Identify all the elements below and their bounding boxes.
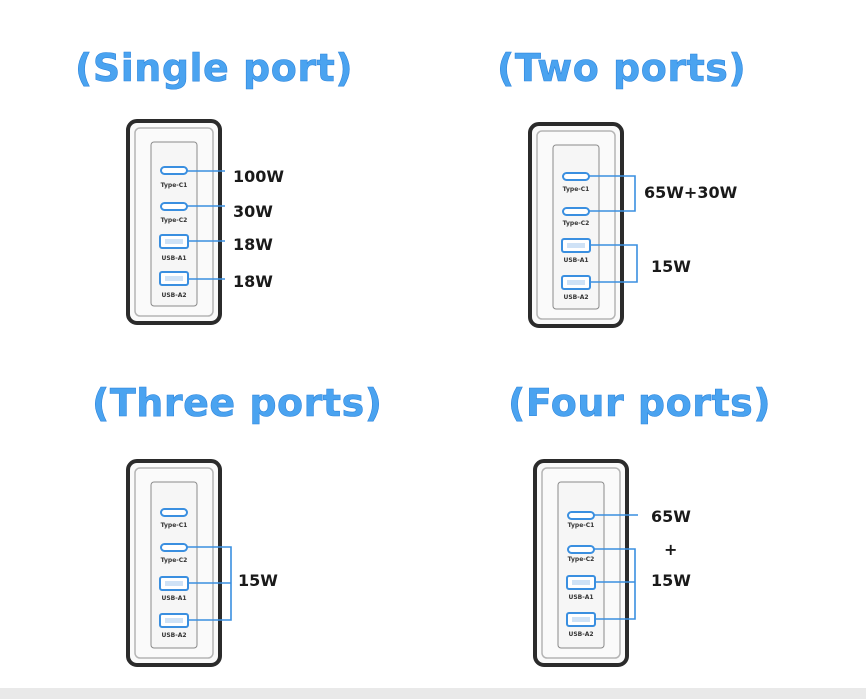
port-label-type-c2: Type-C2 <box>160 557 188 564</box>
port-label-type-c2: Type-C2 <box>160 217 188 224</box>
charger-illustration <box>126 119 225 325</box>
output-label-usb-a2: 18W <box>233 272 273 291</box>
panel-title-four-ports: (Four ports) <box>508 381 772 426</box>
port-label-type-c1: Type-C1 <box>567 522 595 529</box>
port-label-type-c1: Type-C1 <box>562 186 590 193</box>
port-label-usb-a1: USB-A1 <box>161 255 187 262</box>
port-label-type-c2: Type-C2 <box>562 220 590 227</box>
panel-title-single-port: (Single port) <box>75 46 354 91</box>
port-label-usb-a2: USB-A2 <box>161 292 187 299</box>
port-label-usb-a2: USB-A2 <box>161 632 187 639</box>
output-label-shared: 15W <box>651 571 691 590</box>
output-label-shared: 15W <box>238 571 278 590</box>
panel-title-three-ports: (Three ports) <box>92 381 383 426</box>
charger-illustration <box>126 459 232 667</box>
type-c-port-icon <box>160 508 188 517</box>
charger-illustration <box>528 122 638 328</box>
port-label-type-c2: Type-C2 <box>567 556 595 563</box>
port-label-usb-a1: USB-A1 <box>568 594 594 601</box>
output-label-usb-a-pair: 15W <box>651 257 691 276</box>
charger-illustration <box>533 459 638 667</box>
output-label-usb-a1: 18W <box>233 235 273 254</box>
port-label-type-c1: Type-C1 <box>160 522 188 529</box>
output-label-type-c2: 30W <box>233 202 273 221</box>
bottom-strip <box>0 688 866 699</box>
port-label-usb-a1: USB-A1 <box>161 595 187 602</box>
output-label-type-c-pair: 65W+30W <box>644 183 738 202</box>
plus-sign: + <box>664 540 678 559</box>
panel-title-two-ports: (Two ports) <box>497 46 747 91</box>
port-label-usb-a1: USB-A1 <box>563 257 589 264</box>
output-label-type-c1: 65W <box>651 507 691 526</box>
port-label-usb-a2: USB-A2 <box>563 294 589 301</box>
output-label-type-c1: 100W <box>233 167 285 186</box>
port-label-type-c1: Type-C1 <box>160 182 188 189</box>
type-c-port-icon <box>567 511 595 520</box>
type-c-port-icon <box>567 545 595 554</box>
port-label-usb-a2: USB-A2 <box>568 631 594 638</box>
